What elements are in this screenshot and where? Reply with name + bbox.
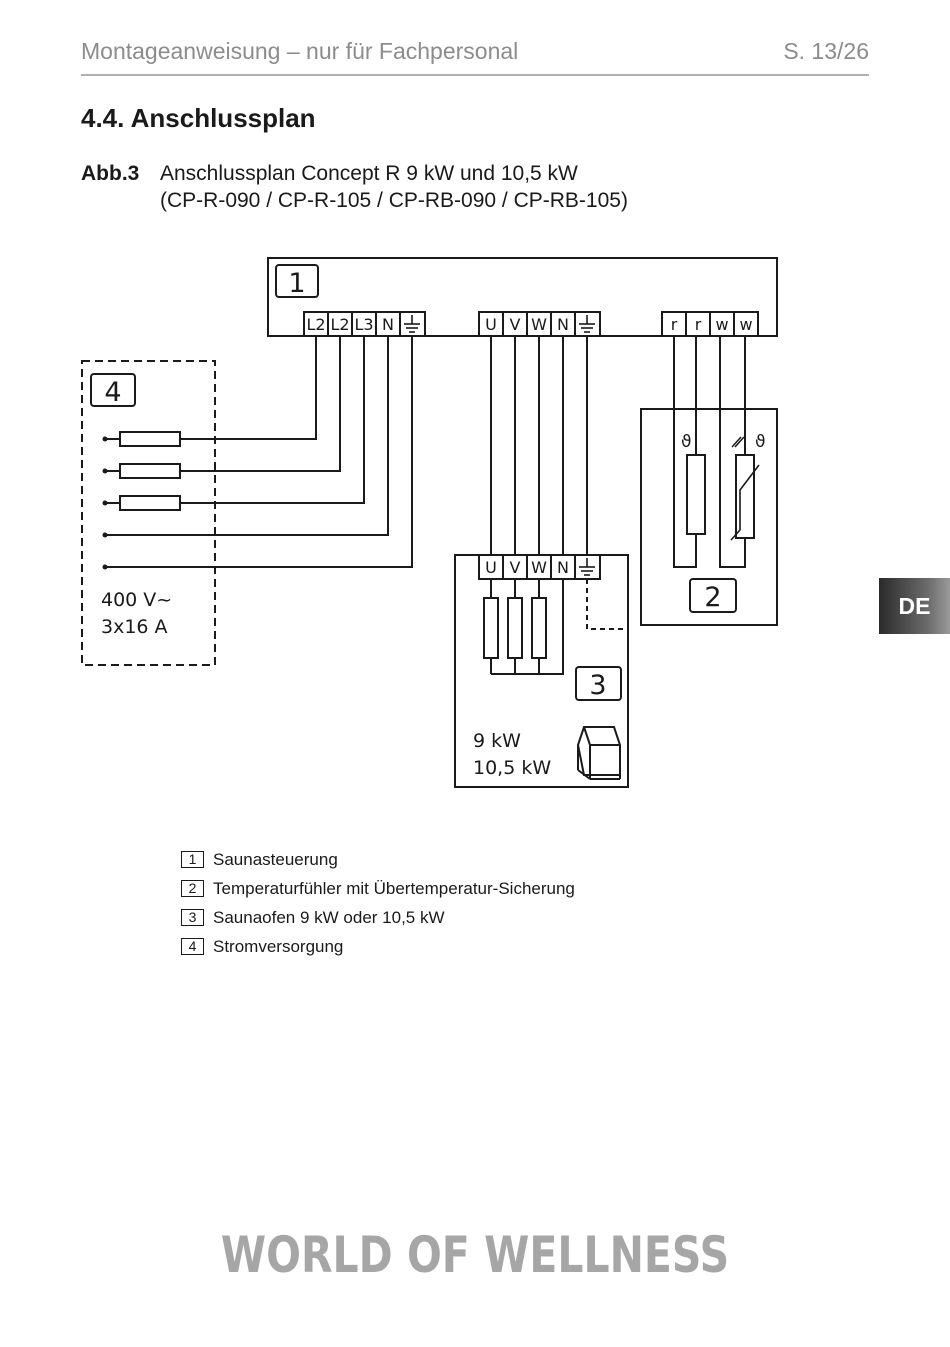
section-title: 4.4. Anschlussplan xyxy=(81,103,316,133)
ground-symbol-supply xyxy=(404,315,420,333)
fuse-l1 xyxy=(119,431,181,447)
overtemperature-element xyxy=(735,454,755,539)
header-divider xyxy=(81,74,869,76)
language-tab: DE xyxy=(879,578,950,634)
legend-text: Temperaturfühler mit Übertemperatur-Sich… xyxy=(213,878,575,898)
legend-number: 3 xyxy=(181,909,204,926)
legend-text: Stromversorgung xyxy=(213,936,344,956)
supply-fuse-label: 3x16 A xyxy=(101,616,168,638)
heater-terminal-label-n: N xyxy=(557,558,569,577)
terminal-label-w1: w xyxy=(715,315,728,334)
figure-caption-line1: Anschlussplan Concept R 9 kW und 10,5 kW xyxy=(160,162,578,185)
legend-item: 3 Saunaofen 9 kW oder 10,5 kW xyxy=(181,903,575,932)
terminal-label-l2b: L2 xyxy=(330,315,349,334)
limiter-theta-symbol: ϑ xyxy=(755,432,766,452)
terminal-label-n-supply: N xyxy=(382,315,394,334)
heating-element-w xyxy=(531,597,547,659)
legend-text: Saunaofen 9 kW oder 10,5 kW xyxy=(213,907,445,927)
heater-power-label-1: 9 kW xyxy=(473,730,521,752)
legend-item: 1 Saunasteuerung xyxy=(181,845,575,874)
fuse-l3 xyxy=(119,495,181,511)
box1-number-frame xyxy=(275,264,319,298)
box4-number-frame xyxy=(90,373,136,407)
box3-number: 3 xyxy=(589,670,606,701)
ground-symbol-heater-box xyxy=(579,558,595,576)
box1-number: 1 xyxy=(288,268,305,299)
legend-item: 4 Stromversorgung xyxy=(181,932,575,961)
heating-element-v xyxy=(507,597,523,659)
box3-number-frame xyxy=(575,666,622,701)
brand-logo: WORLD OF WELLNESS xyxy=(220,1226,730,1284)
terminal-label-w2: w xyxy=(739,315,752,334)
heater-terminal-label-w: W xyxy=(531,558,547,577)
box2-number: 2 xyxy=(704,582,721,613)
limiter-break-symbol xyxy=(731,436,745,448)
box4-number: 4 xyxy=(104,377,121,408)
heater-power-label-2: 10,5 kW xyxy=(473,757,551,779)
legend-number: 4 xyxy=(181,938,204,955)
box2-number-frame xyxy=(689,578,737,613)
supply-voltage-label: 400 V~ xyxy=(101,589,172,611)
legend-text: Saunasteuerung xyxy=(213,849,338,869)
header-title: Montageanweisung – nur für Fachpersonal xyxy=(81,38,519,64)
legend-number: 1 xyxy=(181,851,204,868)
sensor-theta-symbol: ϑ xyxy=(681,432,692,452)
legend-number: 2 xyxy=(181,880,204,897)
terminal-label-r2: r xyxy=(695,315,702,334)
power-supply-box xyxy=(81,360,216,666)
terminal-label-n-heater: N xyxy=(557,315,569,334)
terminal-label-l2a: L2 xyxy=(306,315,325,334)
heater-terminal-label-v: V xyxy=(510,558,521,577)
terminal-label-l3: L3 xyxy=(354,315,373,334)
figure-caption-line2: (CP-R-090 / CP-R-105 / CP-RB-090 / CP-RB… xyxy=(160,189,628,212)
terminal-label-r1: r xyxy=(671,315,678,334)
temperature-sensor-box xyxy=(640,408,778,626)
fuse-l2 xyxy=(119,463,181,479)
terminal-label-w: W xyxy=(531,315,547,334)
figure-label: Abb.3 xyxy=(81,162,140,185)
heating-element-u xyxy=(483,597,499,659)
sauna-heater-icon xyxy=(576,726,621,780)
sensor-element xyxy=(686,454,706,535)
legend-item: 2 Temperaturfühler mit Übertemperatur-Si… xyxy=(181,874,575,903)
terminal-label-u: U xyxy=(485,315,497,334)
diagram-legend: 1 Saunasteuerung 2 Temperaturfühler mit … xyxy=(181,845,575,961)
page-number: S. 13/26 xyxy=(783,38,869,64)
heater-terminal-label-u: U xyxy=(485,558,497,577)
terminal-label-v: V xyxy=(510,315,521,334)
ground-symbol-heater xyxy=(579,315,595,333)
